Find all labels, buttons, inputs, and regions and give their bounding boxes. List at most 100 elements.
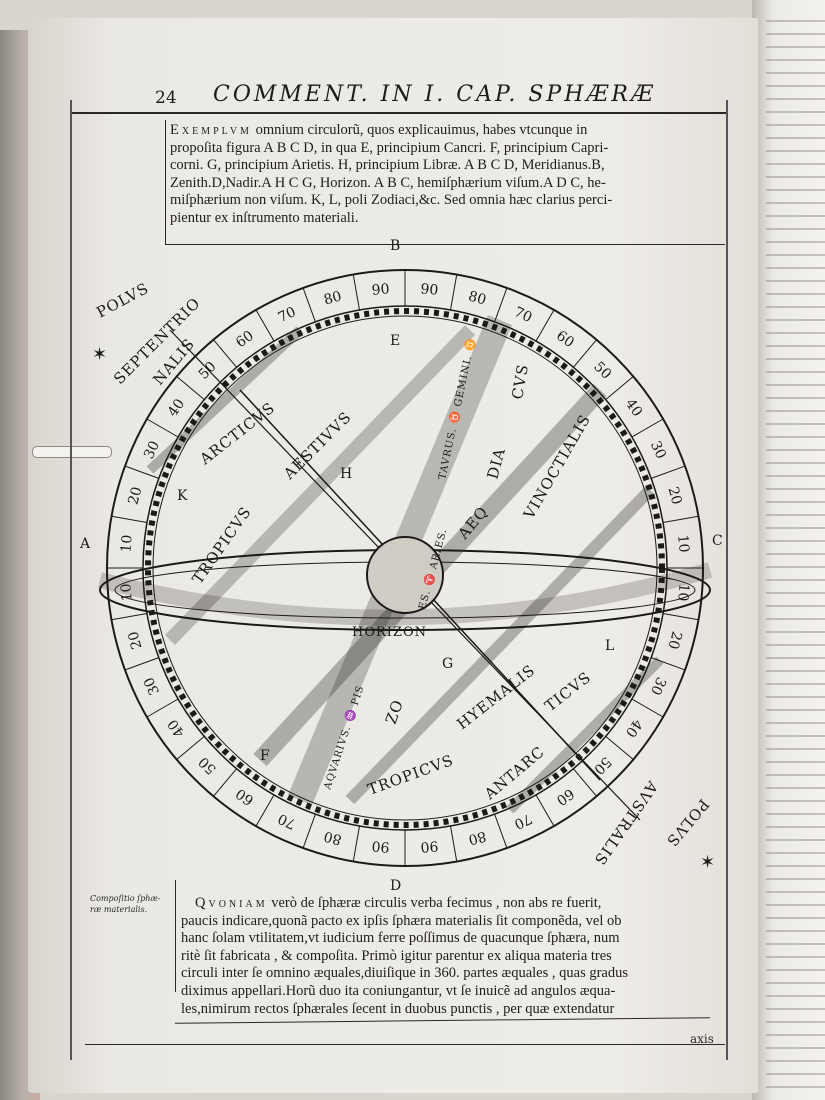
- ring-divider: [450, 274, 458, 311]
- facing-text-line: [766, 319, 825, 321]
- facing-text-line: [766, 969, 825, 971]
- facing-text-line: [766, 943, 825, 945]
- margin-note: Compoſitio ſphæ- ræ materialis.: [90, 893, 161, 915]
- ring-divider: [176, 376, 205, 400]
- facing-text-line: [766, 1008, 825, 1010]
- label-australis: AVSTRALIS: [590, 777, 662, 869]
- frame-bottom: [85, 1044, 725, 1046]
- letter-D: D: [390, 878, 401, 894]
- ring-divider: [605, 376, 634, 400]
- facing-text-line: [766, 956, 825, 958]
- degree-label: 40: [622, 716, 645, 740]
- facing-text-line: [766, 306, 825, 308]
- facing-text-line: [766, 1034, 825, 1036]
- facing-text-line: [766, 332, 825, 334]
- facing-text-line: [766, 1086, 825, 1088]
- facing-text-line: [766, 1021, 825, 1023]
- degree-label: 20: [125, 485, 145, 506]
- ring-divider: [352, 274, 360, 311]
- letter-H: H: [340, 466, 352, 482]
- header-rule: [70, 112, 728, 114]
- facing-text-line: [766, 254, 825, 256]
- letter-E: E: [390, 333, 400, 349]
- facing-text-line: [766, 982, 825, 984]
- degree-label: 90: [420, 837, 439, 854]
- lead-word: Exemplvm: [170, 122, 252, 138]
- facing-text-line: [766, 774, 825, 776]
- facing-text-line: [766, 852, 825, 854]
- degree-label: 90: [420, 281, 439, 298]
- ring-divider: [146, 418, 179, 438]
- facing-text-line: [766, 241, 825, 243]
- facing-text-line: [766, 46, 825, 48]
- antarctic-circle: [506, 656, 664, 814]
- ring-divider: [631, 698, 664, 718]
- facing-text-line: [766, 904, 825, 906]
- ring-divider: [302, 287, 316, 322]
- ring-divider: [213, 339, 237, 368]
- facing-text-line: [766, 293, 825, 295]
- degree-label: 30: [141, 674, 163, 697]
- ring-divider: [352, 825, 360, 862]
- lead-word: Qvoniam: [195, 895, 268, 911]
- frame-left: [70, 100, 72, 1060]
- facing-text-line: [766, 865, 825, 867]
- degree-label: 20: [125, 630, 145, 651]
- facing-text-line: [766, 397, 825, 399]
- facing-text-line: [766, 878, 825, 880]
- ring-divider: [605, 736, 634, 760]
- text-line: ritè ſit fabricata , & compoſita. Primò …: [181, 947, 612, 964]
- degree-label: 50: [590, 359, 614, 383]
- facing-text-line: [766, 657, 825, 659]
- box-bottom: [165, 244, 725, 246]
- star-north-icon: ✶: [92, 344, 108, 365]
- letter-K: K: [177, 488, 188, 504]
- facing-text-line: [766, 813, 825, 815]
- label-polus-north: POLVS: [93, 279, 152, 322]
- degree-label: 80: [322, 827, 343, 847]
- degree-label: 50: [196, 753, 220, 777]
- page-header: 24 COMMENT. IN I. CAP. SPHÆRÆ: [155, 82, 730, 110]
- facing-text-line: [766, 748, 825, 750]
- horizon-band: [97, 562, 713, 626]
- facing-text-line: [766, 995, 825, 997]
- degree-label: 30: [141, 439, 163, 462]
- facing-text-line: [766, 891, 825, 893]
- facing-text-line: [766, 1047, 825, 1049]
- margin-note-line: Compoſitio ſphæ-: [90, 894, 161, 903]
- label-ticvs: TICVS: [541, 668, 594, 715]
- page-tear: [32, 446, 112, 458]
- degree-label: 80: [322, 288, 343, 308]
- facing-text-line: [766, 137, 825, 139]
- facing-text-line: [766, 618, 825, 620]
- text-line: Zenith.D,Nadir.A H C G, Horizon. A B C, …: [170, 174, 606, 191]
- degree-label: 10: [674, 583, 691, 602]
- label-dia: DIA: [483, 446, 509, 481]
- ring-divider: [124, 657, 159, 671]
- degree-label: 40: [165, 716, 188, 740]
- bottom-paragraph: Qvoniam verò de ſphæræ circulis verba fe…: [181, 895, 628, 1018]
- facing-text-line: [766, 436, 825, 438]
- facing-text-line: [766, 475, 825, 477]
- degree-label: 70: [511, 304, 534, 326]
- ring-divider: [494, 287, 508, 322]
- facing-text-line: [766, 1073, 825, 1075]
- facing-text-line: [766, 761, 825, 763]
- ring-divider: [535, 794, 555, 827]
- degree-label: 60: [233, 328, 257, 351]
- letter-L: L: [605, 638, 614, 654]
- ring-divider: [494, 814, 508, 849]
- degree-label: 80: [467, 827, 488, 847]
- text-line: paucis indicare,quonã pacto ex ipſis ſph…: [181, 912, 622, 929]
- facing-text-line: [766, 683, 825, 685]
- text-line: corni. G, principium Arietis. H, princip…: [170, 157, 605, 174]
- label-horizon: HORIZON: [352, 625, 427, 640]
- degree-label: 60: [553, 785, 577, 808]
- ring-divider: [573, 768, 597, 797]
- facing-text-line: [766, 722, 825, 724]
- facing-text-line: [766, 527, 825, 529]
- facing-text-line: [766, 85, 825, 87]
- letter-F: F: [260, 748, 270, 764]
- degree-label: 70: [276, 304, 299, 326]
- degree-label: 10: [674, 534, 691, 553]
